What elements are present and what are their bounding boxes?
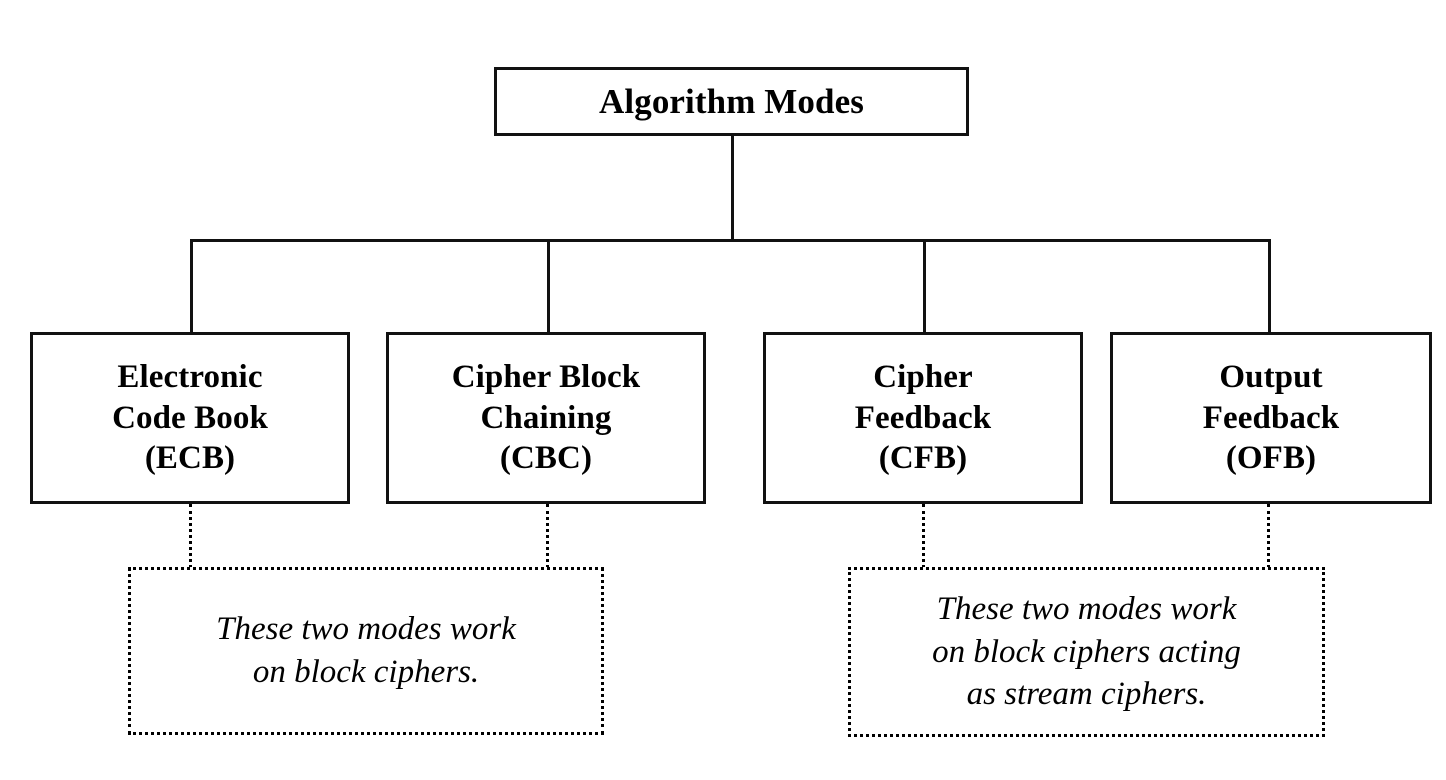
connector-drop-ecb — [190, 239, 193, 333]
node-electronic-code-book[interactable]: Electronic Code Book (ECB) — [30, 332, 350, 504]
note-block-ciphers: These two modes work on block ciphers. — [128, 567, 604, 735]
connector-root-stem — [731, 136, 734, 241]
connector-dotted-cfb-note — [922, 504, 925, 568]
node-algorithm-modes[interactable]: Algorithm Modes — [494, 67, 969, 136]
node-output-feedback[interactable]: Output Feedback (OFB) — [1110, 332, 1432, 504]
connector-dotted-ecb-note — [189, 504, 192, 568]
node-algorithm-modes-label: Algorithm Modes — [599, 81, 864, 121]
connector-drop-cfb — [923, 239, 926, 333]
note-stream-ciphers: These two modes work on block ciphers ac… — [848, 567, 1325, 737]
connector-dotted-ofb-note — [1267, 504, 1270, 568]
node-output-feedback-label: Output Feedback (OFB) — [1202, 359, 1340, 477]
node-cipher-feedback-label: Cipher Feedback (CFB) — [854, 359, 992, 477]
connector-horizontal-bus — [190, 239, 1271, 242]
node-cipher-block-chaining[interactable]: Cipher Block Chaining (CBC) — [386, 332, 706, 504]
node-cipher-feedback[interactable]: Cipher Feedback (CFB) — [763, 332, 1083, 504]
node-cipher-block-chaining-label: Cipher Block Chaining (CBC) — [451, 359, 641, 477]
note-block-ciphers-text: These two modes work on block ciphers. — [216, 611, 516, 690]
connector-drop-cbc — [547, 239, 550, 333]
note-stream-ciphers-text: These two modes work on block ciphers ac… — [932, 590, 1241, 713]
connector-drop-ofb — [1268, 239, 1271, 333]
node-electronic-code-book-label: Electronic Code Book (ECB) — [112, 359, 268, 477]
connector-dotted-cbc-note — [546, 504, 549, 568]
